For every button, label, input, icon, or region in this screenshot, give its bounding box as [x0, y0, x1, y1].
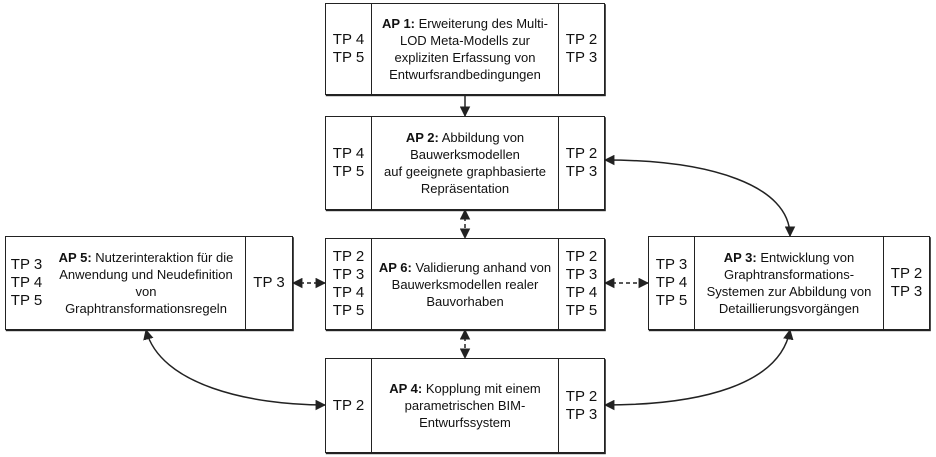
- ap1-box: TP 4 TP 5 AP 1: Erweiterung des Multi- L…: [325, 3, 605, 95]
- ap3-input-tp: TP 4: [655, 274, 688, 291]
- ap6-output-tp: TP 2: [565, 248, 598, 265]
- ap4-outputs: TP 2 TP 3: [559, 359, 604, 452]
- ap1-left-divider: [371, 4, 372, 94]
- ap4-right-divider: [558, 359, 559, 452]
- ap6-text: Validierung anhand von: [415, 259, 552, 275]
- ap1-inputs: TP 4 TP 5: [326, 4, 371, 94]
- ap4-output-tp: TP 2: [565, 387, 598, 405]
- ap5-inputs: TP 3 TP 4 TP 5: [6, 237, 47, 329]
- ap6-right-divider: [558, 239, 559, 329]
- ap6-description: AP 6: Validierung anhand von Bauwerksmod…: [372, 239, 558, 329]
- ap2-label: AP 2:: [405, 130, 439, 145]
- ap3-ap4-curved-arrow: [603, 328, 794, 411]
- ap1-output-tp: TP 2: [565, 31, 598, 48]
- ap6-input-tp: TP 3: [332, 266, 365, 283]
- ap4-input-tp: TP 2: [332, 396, 365, 414]
- ap2-text: auf geeignete graphbasierte: [384, 164, 546, 179]
- ap4-description: AP 4: Kopplung mit einem parametrischen …: [372, 359, 558, 452]
- ap2-outputs: TP 2 TP 3: [559, 117, 604, 209]
- ap1-input-tp: TP 4: [332, 31, 365, 48]
- ap1-label: AP 1:: [382, 16, 416, 31]
- ap2-right-divider: [558, 117, 559, 209]
- ap6-input-tp: TP 2: [332, 248, 365, 265]
- ap6-text: Bauwerksmodellen realer: [391, 276, 539, 292]
- ap4-inputs: TP 2: [326, 359, 371, 452]
- ap5-output-tp: TP 3: [253, 274, 285, 291]
- ap1-text: Erweiterung des Multi-: [418, 16, 548, 31]
- ap3-label: AP 3:: [723, 250, 757, 265]
- ap5-box: TP 3 TP 4 TP 5 AP 5: Nutzerinteraktion f…: [5, 236, 293, 330]
- ap2-input-tp: TP 5: [332, 163, 365, 180]
- ap3-inputs: TP 3 TP 4 TP 5: [649, 237, 694, 329]
- ap2-output-tp: TP 2: [565, 145, 598, 162]
- ap3-output-tp: TP 2: [890, 265, 923, 282]
- ap3-input-tp: TP 5: [655, 292, 688, 309]
- ap5-text: von: [135, 284, 157, 299]
- ap6-label: AP 6:: [378, 259, 412, 275]
- ap3-right-divider: [883, 237, 884, 329]
- ap4-output-tp: TP 3: [565, 405, 598, 423]
- ap1-right-divider: [558, 4, 559, 94]
- ap5-input-tp: TP 5: [10, 292, 43, 309]
- ap3-left-divider: [694, 237, 695, 329]
- ap5-label: AP 5:: [58, 250, 92, 265]
- ap3-box: TP 3 TP 4 TP 5 AP 3: Entwicklung von Gra…: [648, 236, 930, 330]
- ap2-left-divider: [371, 117, 372, 209]
- ap5-text: Nutzerinteraktion für die: [95, 250, 234, 265]
- ap5-ap4-curved-arrow: [143, 328, 327, 411]
- ap1-text: LOD Meta-Modells zur: [399, 33, 531, 48]
- ap6-inputs: TP 2 TP 3 TP 4 TP 5: [326, 239, 371, 329]
- ap6-input-tp: TP 4: [332, 284, 365, 301]
- ap3-input-tp: TP 3: [655, 256, 688, 273]
- ap4-box: TP 2 AP 4: Kopplung mit einem parametris…: [325, 358, 605, 453]
- ap6-output-tp: TP 4: [565, 284, 598, 301]
- ap6-outputs: TP 2 TP 3 TP 4 TP 5: [559, 239, 604, 329]
- ap5-right-divider: [245, 237, 246, 329]
- ap2-text: Repräsentation: [420, 181, 510, 196]
- ap5-input-tp: TP 3: [10, 256, 43, 273]
- ap3-text: Entwicklung von: [760, 250, 855, 265]
- ap2-description: AP 2: Abbildung von Bauwerksmodellen auf…: [372, 117, 558, 209]
- ap3-outputs: TP 2 TP 3: [884, 237, 929, 329]
- ap1-text: expliziten Erfassung von: [394, 50, 536, 65]
- ap3-output-tp: TP 3: [890, 283, 923, 300]
- ap6-text: Bauvorhaben: [426, 293, 504, 309]
- ap2-box: TP 4 TP 5 AP 2: Abbildung von Bauwerksmo…: [325, 116, 605, 210]
- ap2-input-tp: TP 4: [332, 145, 365, 162]
- ap3-text: Detaillierungsvorgängen: [718, 301, 860, 316]
- ap5-outputs: TP 3: [246, 237, 292, 329]
- ap4-text: Entwurfssystem: [419, 415, 511, 430]
- ap2-text: Bauwerksmodellen: [410, 147, 520, 162]
- ap2-ap3-curved-arrow: [603, 154, 796, 238]
- ap4-left-divider: [371, 359, 372, 452]
- ap6-output-tp: TP 5: [565, 302, 598, 319]
- ap4-text: parametrischen BIM-: [404, 398, 526, 413]
- ap6-box: TP 2 TP 3 TP 4 TP 5 AP 6: Validierung an…: [325, 238, 605, 330]
- ap5-description: AP 5: Nutzerinteraktion für die Anwendun…: [47, 237, 245, 329]
- ap2-inputs: TP 4 TP 5: [326, 117, 371, 209]
- ap5-text: Graphtransformationsregeln: [65, 301, 227, 316]
- ap1-output-tp: TP 3: [565, 49, 598, 66]
- ap2-output-tp: TP 3: [565, 163, 598, 180]
- ap6-input-tp: TP 5: [332, 302, 365, 319]
- ap4-label: AP 4:: [389, 381, 423, 396]
- ap6-left-divider: [371, 239, 372, 329]
- ap1-description: AP 1: Erweiterung des Multi- LOD Meta-Mo…: [372, 4, 558, 94]
- ap1-input-tp: TP 5: [332, 49, 365, 66]
- ap4-text: Kopplung mit einem: [425, 381, 541, 396]
- ap1-outputs: TP 2 TP 3: [559, 4, 604, 94]
- ap3-description: AP 3: Entwicklung von Graphtransformatio…: [695, 237, 883, 329]
- ap6-output-tp: TP 3: [565, 266, 598, 283]
- ap3-text: Systemen zur Abbildung von: [706, 284, 872, 299]
- ap5-text: Anwendung und Neudefinition: [59, 267, 233, 282]
- ap2-text: Abbildung von: [441, 130, 525, 145]
- ap1-text: Entwurfsrandbedingungen: [389, 67, 541, 82]
- ap5-input-tp: TP 4: [10, 274, 43, 291]
- ap3-text: Graphtransformations-: [723, 267, 855, 282]
